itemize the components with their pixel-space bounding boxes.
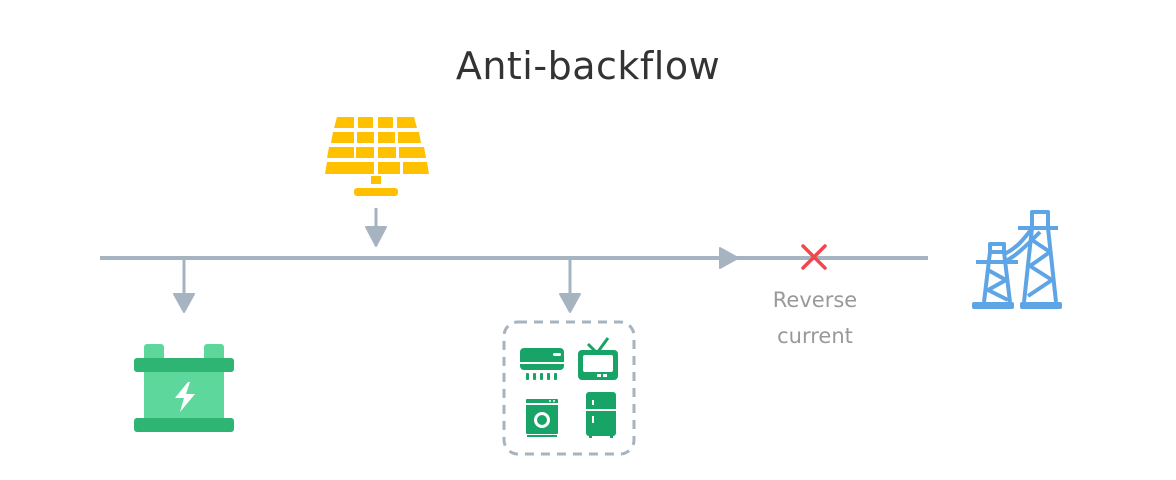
- reverse-label-line1: Reverse: [772, 288, 858, 312]
- bus-to-loads-arrow: [559, 258, 581, 313]
- solar-to-bus-arrow: [365, 208, 387, 247]
- reverse-label-line2: current: [777, 324, 853, 348]
- forward-flow-arrow: [719, 247, 739, 269]
- lightning-bolt-icon: [175, 382, 195, 412]
- bus-to-battery-arrow: [173, 258, 195, 313]
- tv-icon: [578, 337, 618, 380]
- refrigerator-icon: [586, 392, 616, 438]
- reverse-current-label: Reverse current: [740, 282, 890, 354]
- loads-group-box: [502, 320, 636, 456]
- air-conditioner-icon: [520, 348, 564, 380]
- tower-bases: [972, 302, 1062, 309]
- diagram-title: Anti-backflow: [455, 44, 721, 88]
- transmission-tower-icon: [976, 210, 1058, 303]
- blocked-x-icon: [801, 244, 827, 270]
- battery-icon: [134, 344, 234, 432]
- solar-panel-icon: [325, 117, 429, 196]
- washing-machine-icon: [526, 399, 558, 437]
